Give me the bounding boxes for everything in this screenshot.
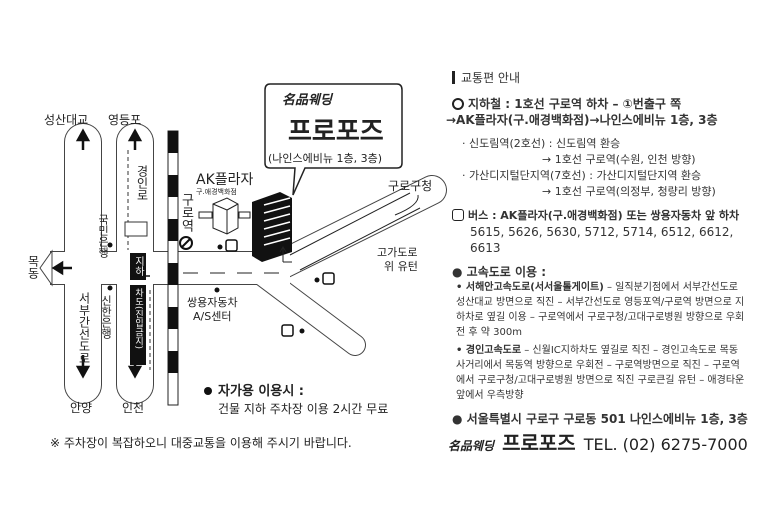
- label-ssangyong: 쌍용자동차: [187, 296, 238, 309]
- footer-logo: 名品웨딩: [448, 439, 495, 453]
- label-anyang: 안양: [70, 401, 92, 415]
- address: ● 서울특별시 구로구 구로동 501 나인스에비뉴 1층, 3층: [452, 412, 748, 426]
- bus-routes: 5615, 5626, 5630, 5712, 5714, 6512, 6612…: [470, 225, 734, 255]
- transport-info-panel: 교통편 안내 지하철 : 1호선 구로역 하차 – ①번출구 쪽 →AK플라자(…: [446, 70, 762, 427]
- footer-brand-name: 프로포즈: [502, 431, 576, 455]
- bus-info: 버스 : AK플라자(구.애경백화점) 또는 쌍용자동차 앞 하차: [468, 209, 740, 222]
- label-seobu-ganseon-road: 서부간선도로: [77, 292, 91, 364]
- footer-brand: 名品웨딩 프로포즈 TEL. (02) 6275-7000: [448, 427, 748, 456]
- label-uturn: 위 유턴: [384, 260, 418, 273]
- route-gyeongin-name: • 경인고속도로: [456, 345, 522, 356]
- bus-stop-icon: [314, 272, 335, 285]
- label-mokdong: 목동: [26, 255, 40, 279]
- bus-stop-icon: [217, 239, 238, 252]
- label-underpass-no-entry: 차도(진입금지): [133, 287, 143, 349]
- underpass-sign: [130, 253, 146, 280]
- road-end-west: [39, 249, 53, 287]
- bubble-brand-name: 프로포즈: [288, 117, 384, 147]
- shinhan-bank-marker: [107, 285, 113, 291]
- uturn-icon: [394, 194, 419, 216]
- transfer-sindorim: · 신도림역(2호선) : 신도림역 환승: [462, 137, 621, 150]
- label-overpass: 고가도로: [377, 246, 417, 259]
- transfer-gasan-dest: → 1호선 구로역(의정부, 청량리 방향): [542, 185, 716, 198]
- location-map: 성산대교 영등포 경인로 국민은행 신한은행 목동 서부간선도로 안양 인천 지…: [26, 83, 447, 416]
- label-guro-district-office: 구로구청: [388, 179, 432, 193]
- parking-title: 자가용 이용시 :: [218, 383, 304, 399]
- label-incheon: 인천: [122, 400, 144, 415]
- speech-bubble: [264, 83, 403, 196]
- label-ak-plaza: AK플라자: [196, 172, 254, 188]
- route-seohaean-text: – 일직분기점에서 서부간선도로 성산대교 방면으로 직진 – 서부간선도로 영…: [456, 282, 745, 338]
- subway-icon: [452, 98, 464, 110]
- underpass-no-entry-sign: [130, 285, 146, 365]
- bubble-logo: 名品웨딩: [282, 92, 334, 108]
- kookmin-bank-marker: [107, 242, 113, 248]
- subway-line2: →AK플라자(구.애경백화점)→나인스에비뉴 1층, 3층: [446, 113, 718, 127]
- bubble-floor-info: (나인스에비뉴 1층, 3층): [268, 152, 382, 165]
- parking-info: 건물 지하 주차장 이용 2시간 무료: [218, 402, 388, 416]
- label-ak-plaza-former: 구.애경백화점: [196, 187, 237, 196]
- entrance-arrow: [279, 246, 292, 263]
- subway-line1: 지하철 : 1호선 구로역 하차 – ①번출구 쪽: [468, 97, 682, 111]
- route-gyeongin-text: – 신월IC지하차도 옆길로 직진 – 경인고속도로 목동사거리에서 목동역 방…: [456, 345, 745, 401]
- info-heading: 교통편 안내: [452, 70, 762, 86]
- traffic-flow-arrows: [183, 192, 421, 274]
- bus-stop-icon: [281, 324, 305, 337]
- railway: [167, 130, 179, 406]
- label-kookmin-bank: 국민은행: [97, 214, 110, 258]
- crosswalk: [124, 221, 148, 237]
- direction-arrows: [51, 128, 143, 379]
- bus-icon: [452, 209, 464, 221]
- parking-notice: ※ 주차장이 복잡하오니 대중교통을 이용해 주시기 바랍니다.: [50, 436, 352, 450]
- label-yeongdeungpo: 영등포: [108, 113, 141, 127]
- label-underpass: 지하: [133, 256, 145, 277]
- phone-number: TEL. (02) 6275-7000: [583, 435, 748, 454]
- ssangyong-marker: [214, 287, 220, 293]
- label-as-center: A/S센터: [193, 310, 231, 323]
- highway-title: ● 고속도로 이용 :: [452, 265, 547, 279]
- label-gyeongin-ro: 경인로: [135, 165, 149, 201]
- label-shinhan-bank: 신한은행: [100, 295, 113, 339]
- route-seohaean-name: • 서해안고속도로(서서울톨게이트): [456, 282, 604, 293]
- bullet: [204, 387, 212, 395]
- label-guro-station: 구로역: [179, 193, 194, 232]
- transfer-gasan: · 가산디지털단지역(7호선) : 가산디지털단지역 환승: [462, 169, 702, 182]
- label-seongsan-bridge: 성산대교: [44, 113, 88, 127]
- nines-avenue-building-icon: [252, 192, 292, 262]
- ak-plaza-building-icon: [198, 197, 251, 235]
- transfer-sindorim-dest: → 1호선 구로역(수원, 인천 방향): [542, 153, 696, 166]
